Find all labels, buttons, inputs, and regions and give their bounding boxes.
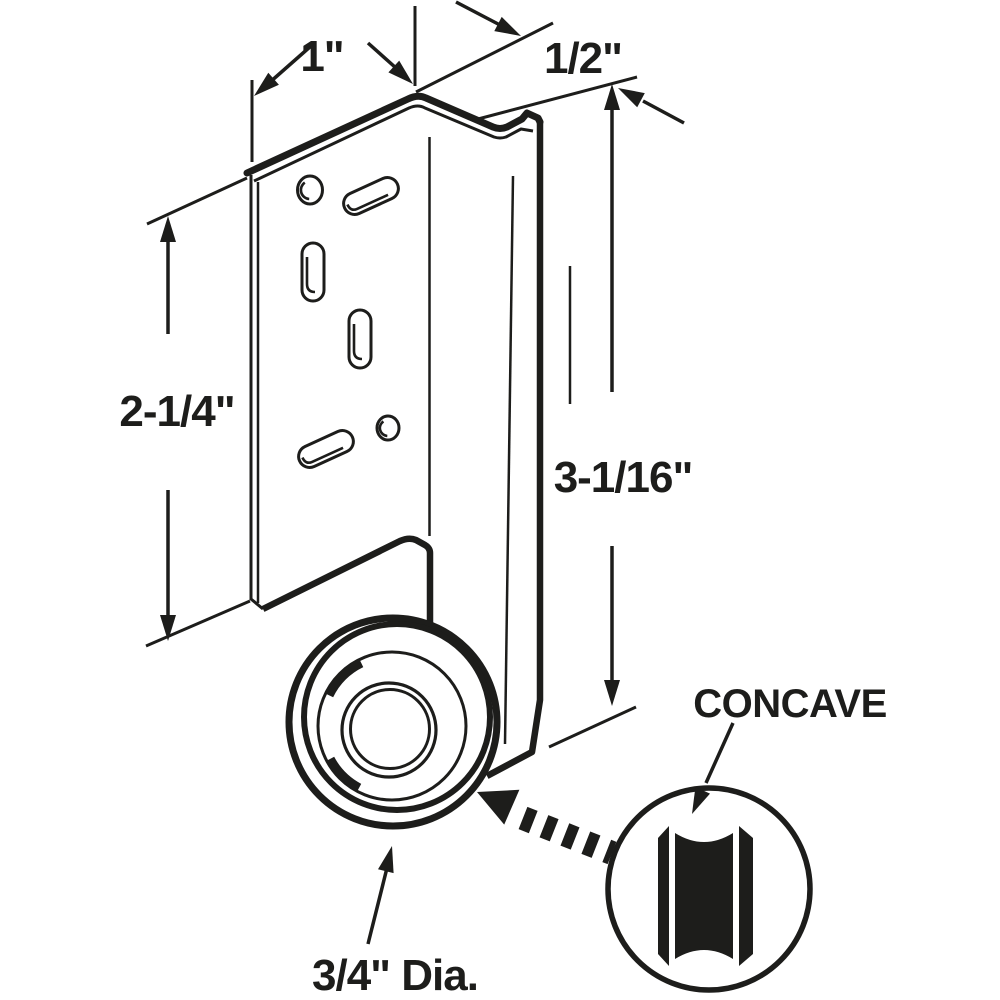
bracket-face-highlight-line (503, 175, 515, 745)
mounting-hole-round (296, 174, 324, 206)
dimension-label: 1" (300, 32, 343, 81)
dimension-arrow-shaft (267, 44, 313, 85)
extension-line (477, 75, 638, 121)
wheel-shading-arc (325, 659, 364, 698)
bracket-plate (243, 92, 572, 779)
extension-line (548, 705, 637, 749)
bracket-top-bend-inner-edge (253, 104, 534, 183)
dimension-plate-height: 2-1/4" (119, 176, 251, 648)
wheel-face (316, 650, 468, 802)
dimension-offset-depth: 1/2" (415, 0, 685, 125)
mounting-slot-diagonal (342, 176, 400, 216)
dimension-label: 1/2" (544, 34, 622, 83)
dimension-label: 3-1/16" (554, 453, 693, 502)
arrowhead-icon (604, 680, 620, 706)
extension-line (145, 599, 251, 648)
roller-profile-right-flange (739, 826, 753, 966)
wheel-axle-hole (349, 688, 431, 770)
arrowhead-icon (388, 60, 413, 84)
dimension-wheel-diameter: 3/4" Dia. (312, 846, 479, 1000)
leader-line (704, 722, 735, 784)
dimension-arrow-shaft (366, 41, 398, 70)
bracket-top-bend-outer-edge (243, 92, 544, 177)
arrowhead-icon (494, 16, 521, 36)
arrowhead-icon (160, 615, 176, 641)
arrowhead-icon (618, 88, 645, 108)
bracket-bottom-edge-and-tab (261, 535, 434, 624)
bracket-right-flange-edge (485, 121, 544, 779)
callout-label: CONCAVE (693, 682, 887, 726)
arrowhead-icon (378, 846, 394, 874)
arrowhead-icon (254, 72, 279, 96)
concave-callout: CONCAVE (477, 682, 887, 993)
roller-wheel (285, 614, 501, 830)
dimension-arrow-shaft (642, 99, 685, 125)
dimension-arrow-shaft (455, 0, 501, 27)
dimension-top-width: 1" (250, 6, 417, 162)
arrowhead-icon (692, 787, 710, 814)
bracket-left-edge-outer (249, 175, 264, 611)
mounting-slot-diagonal (297, 429, 355, 469)
dimension-overall-height: 3-1/16" (548, 84, 693, 749)
mounting-slot-vertical (347, 308, 373, 370)
roller-profile-concave-tread (675, 833, 733, 959)
roller-profile-left-flange (658, 826, 669, 966)
dimension-label: 2-1/4" (119, 387, 234, 436)
mounting-hole-round (375, 414, 401, 442)
arrowhead-icon (160, 216, 176, 242)
mounting-holes (296, 174, 401, 469)
arrowhead-icon (604, 84, 620, 110)
extension-line (415, 21, 554, 94)
dimension-label: 3/4" Dia. (312, 951, 478, 1000)
wheel-shading-arc (326, 756, 362, 792)
extension-line (146, 176, 248, 226)
dashed-arrow-head-icon (477, 789, 520, 825)
mounting-slot-vertical (300, 241, 326, 303)
leader-line (366, 867, 389, 945)
dashed-arrow-icon (518, 806, 617, 865)
